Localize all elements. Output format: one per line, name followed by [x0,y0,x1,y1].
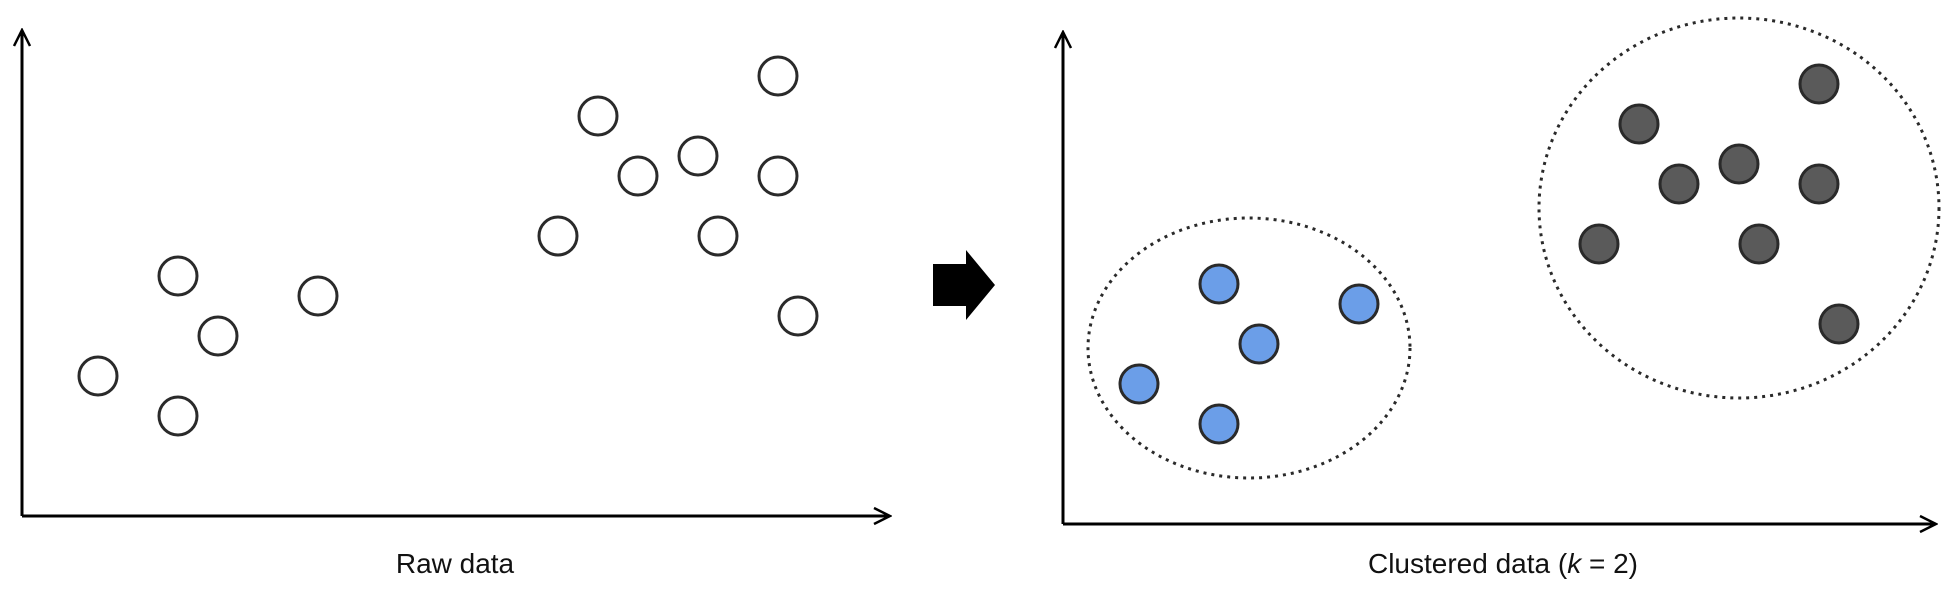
raw-point [617,155,659,197]
raw-point [157,255,199,297]
clustered-caption-k: k [1567,548,1582,579]
raw-data-caption: Raw data [395,548,515,579]
cluster-1-point [1198,263,1240,305]
cluster-2-boundary [1537,16,1941,400]
clustered-data-caption: Clustered data (k = 2) [1063,548,1943,580]
clustered-caption-prefix: Clustered data ( [1367,548,1568,579]
raw-point [757,55,799,97]
cluster-2-point [1658,163,1700,205]
raw-point [697,215,739,257]
raw-point [157,395,199,437]
cluster-2-point [1578,223,1620,265]
right-arrow-icon [933,250,995,320]
raw-point [77,355,119,397]
cluster-1-point [1338,283,1380,325]
cluster-2-point [1618,103,1660,145]
cluster-2-point [1718,143,1760,185]
cluster-1-point [1238,323,1280,365]
cluster-2-point [1798,63,1840,105]
cluster-1-points [1118,263,1380,445]
left-axes [22,30,890,516]
cluster-2-points [1578,63,1860,345]
cluster-2-point [1738,223,1780,265]
raw-point [677,135,719,177]
raw-point [757,155,799,197]
raw-points [77,55,819,437]
clustered-caption-suffix: = 2) [1581,548,1639,579]
cluster-1-point [1198,403,1240,445]
cluster-2-point [1818,303,1860,345]
cluster-1-boundary [1086,216,1412,480]
raw-point [197,315,239,357]
right-axes [1063,32,1936,524]
raw-point [297,275,339,317]
raw-point [537,215,579,257]
cluster-1-point [1118,363,1160,405]
raw-point [777,295,819,337]
cluster-2-point [1798,163,1840,205]
raw-point [577,95,619,137]
